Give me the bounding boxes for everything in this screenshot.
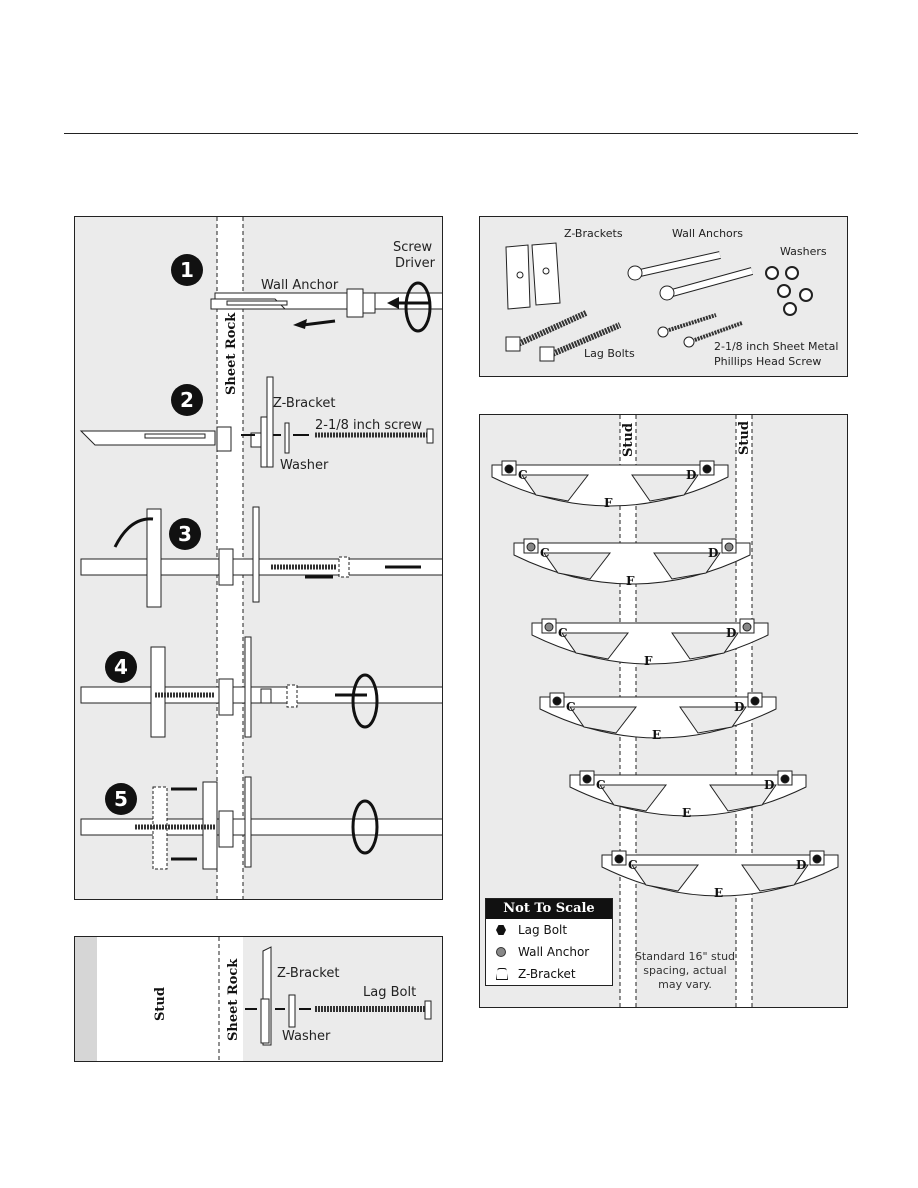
stud-spacing-note: Standard 16" stud spacing, actual may va… bbox=[630, 950, 740, 992]
screw-line2-label: Phillips Head Screw bbox=[714, 355, 821, 368]
stud-label-left: Stud bbox=[621, 423, 636, 457]
mount-point-center-label: E bbox=[682, 806, 691, 820]
mount-point-d-label: D bbox=[734, 700, 744, 714]
parts-illustration: Z-Brackets Wall Anchors Washers Lag Bolt… bbox=[505, 227, 838, 368]
stud-label-right: Stud bbox=[737, 421, 752, 455]
wall-anchor-symbol-icon bbox=[496, 947, 506, 957]
mount-point-c-label: C bbox=[518, 468, 528, 482]
bracket-layout-1: C D F bbox=[491, 460, 729, 510]
driver-label: Driver bbox=[395, 256, 436, 271]
mount-point-c-label: C bbox=[540, 546, 550, 560]
mount-point-center-label: E bbox=[652, 728, 661, 742]
step-1: 1 Wall Anchor Screw Driver bbox=[171, 240, 442, 333]
stud-z-bracket-label: Z-Bracket bbox=[277, 966, 339, 981]
mount-point-center-label: E bbox=[714, 886, 723, 900]
lag-bolt-label: Lag Bolt bbox=[363, 985, 416, 1000]
parts-panel: Z-Brackets Wall Anchors Washers Lag Bolt… bbox=[479, 216, 848, 377]
mount-point-center-label: F bbox=[604, 496, 613, 510]
bracket-layout-5: C D E bbox=[569, 770, 807, 820]
washers-label: Washers bbox=[780, 245, 827, 258]
layouts-illustration: Stud Stud C D F C D F C D F C D E C D E C D E bbox=[491, 415, 839, 1007]
stud-panel: Stud Sheet Rock Z-Bracket Lag Bolt Washe… bbox=[74, 936, 443, 1062]
bracket-layout-4: C D E bbox=[539, 692, 777, 742]
mount-point-c-label: C bbox=[566, 700, 576, 714]
legend-title: Not To Scale bbox=[486, 899, 612, 919]
mount-point-center-label: F bbox=[644, 654, 653, 668]
stud-label: Stud bbox=[153, 987, 168, 1021]
step-4: 4 bbox=[80, 636, 442, 738]
legend-z-bracket: Z-Bracket bbox=[486, 963, 612, 985]
bracket-layout-2: C D F bbox=[513, 538, 751, 588]
step-5: 5 bbox=[80, 776, 442, 870]
mount-point-d-label: D bbox=[796, 858, 806, 872]
lag-bolt-symbol-icon bbox=[496, 925, 506, 935]
z-bracket-symbol-icon bbox=[496, 968, 508, 980]
legend-wall-anchor-label: Wall Anchor bbox=[518, 945, 590, 959]
mount-point-d-label: D bbox=[726, 626, 736, 640]
step-3-number: 3 bbox=[178, 522, 192, 546]
stud-sheet-rock-label: Sheet Rock bbox=[226, 958, 241, 1041]
screw-label: Screw bbox=[393, 240, 432, 255]
step-5-number: 5 bbox=[114, 787, 128, 811]
legend: Not To Scale Lag Bolt Wall Anchor Z-Brac… bbox=[485, 898, 613, 986]
step-1-number: 1 bbox=[180, 258, 194, 282]
install-steps-panel: Sheet Rock 1 Wall Anchor Screw Driver 2 bbox=[74, 216, 443, 900]
z-brackets-label: Z-Brackets bbox=[564, 227, 623, 240]
install-steps-illustration: Sheet Rock 1 Wall Anchor Screw Driver 2 bbox=[79, 217, 442, 899]
sheet-rock-label: Sheet Rock bbox=[224, 312, 239, 395]
legend-lag-bolt-label: Lag Bolt bbox=[518, 923, 568, 937]
layouts-panel: Stud Stud C D F C D F C D F C D E C D E C D E bbox=[479, 414, 848, 1008]
z-bracket-label: Z-Bracket bbox=[273, 396, 335, 411]
screw-size-label: 2-1/8 inch screw bbox=[315, 418, 422, 433]
step-4-number: 4 bbox=[114, 655, 128, 679]
mount-point-c-label: C bbox=[628, 858, 638, 872]
mount-point-d-label: D bbox=[686, 468, 696, 482]
mount-point-c-label: C bbox=[558, 626, 568, 640]
step-2: 2 Z-Bracket 2-1/8 inch screw Washer bbox=[79, 376, 434, 473]
mount-point-d-label: D bbox=[708, 546, 718, 560]
mount-point-c-label: C bbox=[596, 778, 606, 792]
bracket-layout-3: C D F bbox=[531, 618, 769, 668]
lag-bolts-label: Lag Bolts bbox=[584, 347, 635, 360]
legend-wall-anchor: Wall Anchor bbox=[486, 941, 612, 963]
washer-label: Washer bbox=[280, 458, 329, 473]
mount-point-d-label: D bbox=[764, 778, 774, 792]
legend-z-bracket-label: Z-Bracket bbox=[518, 967, 576, 981]
wall-anchors-label: Wall Anchors bbox=[672, 227, 743, 240]
mount-point-center-label: F bbox=[626, 574, 635, 588]
legend-lag-bolt: Lag Bolt bbox=[486, 919, 612, 941]
stud-illustration: Stud Sheet Rock Z-Bracket Lag Bolt Washe… bbox=[75, 937, 432, 1061]
step-2-number: 2 bbox=[180, 388, 194, 412]
stud-washer-label: Washer bbox=[282, 1029, 331, 1044]
note-line-3: may vary. bbox=[658, 978, 712, 991]
note-line-1: Standard 16" stud bbox=[634, 950, 736, 963]
step-3: 3 bbox=[80, 506, 442, 608]
header-rule bbox=[64, 133, 858, 134]
screw-line1-label: 2-1/8 inch Sheet Metal bbox=[714, 340, 838, 353]
note-line-2: spacing, actual bbox=[643, 964, 727, 977]
wall-anchor-label: Wall Anchor bbox=[261, 278, 339, 293]
bracket-layout-6: C D E bbox=[601, 850, 839, 900]
